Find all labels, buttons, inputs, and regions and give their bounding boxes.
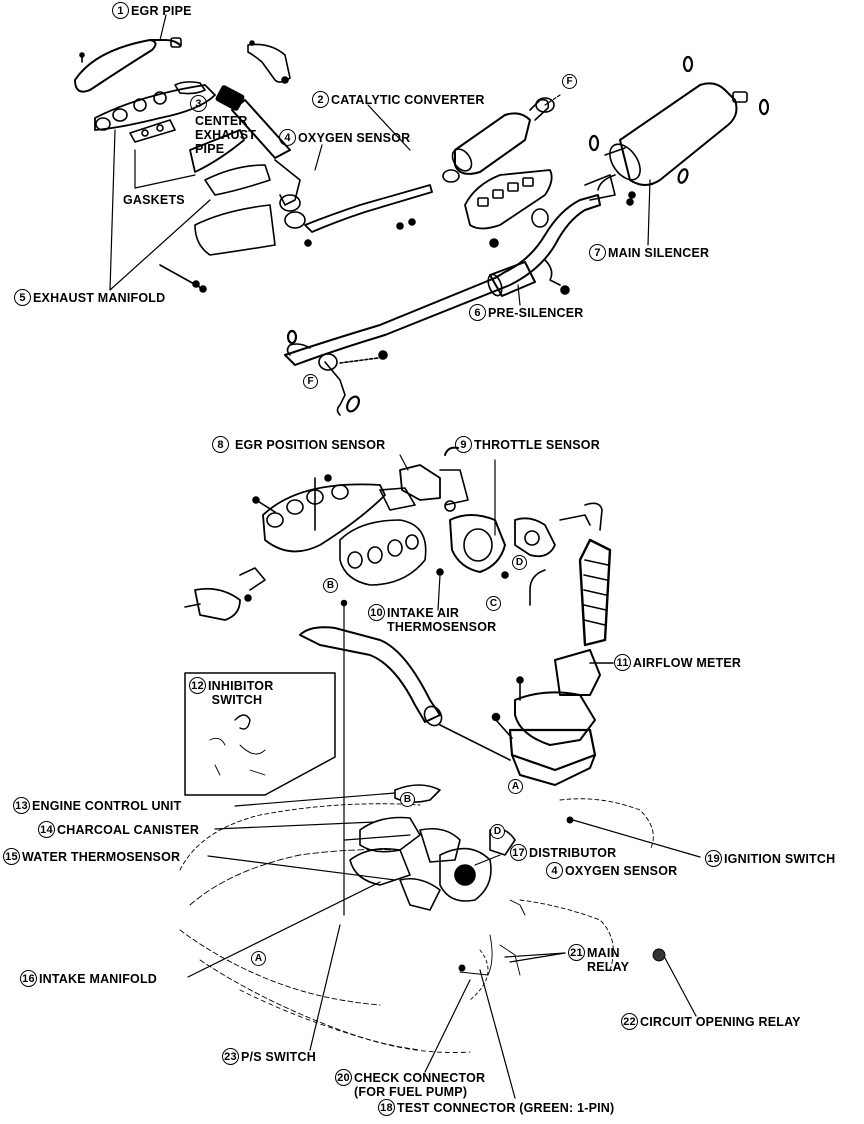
center-exhaust-pipe-drawing (215, 40, 312, 247)
callout-number: 14 (38, 821, 55, 838)
label-intake-manifold: 16 INTAKE MANIFOLD (20, 970, 157, 987)
callout-number: 13 (13, 797, 30, 814)
label-gaskets: GASKETS (123, 193, 185, 207)
label-main-relay: 21 MAIN RELAY (568, 944, 629, 974)
label-pre-silencer: 6 PRE-SILENCER (469, 304, 583, 321)
ref-letter-d-upper: D (512, 555, 527, 570)
callout-number: 10 (368, 604, 385, 621)
ref-letter-d-engine: D (490, 824, 505, 839)
catalytic-converter-drawing (442, 97, 555, 248)
ref-letter-b-upper: B (323, 578, 338, 593)
ref-letter-f-bottom: F (303, 374, 318, 389)
label-water-thermosensor: 15 WATER THERMOSENSOR (3, 848, 180, 865)
label-test-connector: 18 TEST CONNECTOR (GREEN: 1-PIN) (378, 1099, 614, 1116)
label-catalytic-converter: 2 CATALYTIC CONVERTER (312, 91, 485, 108)
label-oxygen-sensor-top: 4 OXYGEN SENSOR (279, 129, 410, 146)
front-pipe-drawing (304, 184, 433, 233)
callout-number: 15 (3, 848, 20, 865)
label-egr-position-sensor: 8 EGR POSITION SENSOR (212, 436, 385, 453)
ref-letter-a-airbox: A (508, 779, 523, 794)
main-silencer-drawing (588, 55, 770, 206)
callout-number: 8 (212, 436, 229, 453)
label-inhibitor-switch: 12 INHIBITOR SWITCH (189, 677, 273, 707)
label-engine-control-unit: 13 ENGINE CONTROL UNIT (13, 797, 181, 814)
label-center-exhaust-pipe: 3 CENTER EXHAUST PIPE (190, 95, 256, 156)
engine-bay-drawing (179, 784, 666, 1053)
pre-silencer-drawing (284, 174, 616, 416)
ref-letter-a-engine: A (251, 951, 266, 966)
label-circuit-opening-relay: 22 CIRCUIT OPENING RELAY (621, 1013, 801, 1030)
callout-number: 4 (279, 129, 296, 146)
callout-number: 7 (589, 244, 606, 261)
label-ignition-switch: 19 IGNITION SWITCH (705, 850, 835, 867)
label-airflow-meter: 11 AIRFLOW METER (614, 654, 741, 671)
egr-pipe-drawing (74, 37, 182, 93)
callout-number: 22 (621, 1013, 638, 1030)
intake-system-drawing (184, 446, 614, 916)
callout-number: 18 (378, 1099, 395, 1116)
ref-letter-b-engine: B (400, 792, 415, 807)
label-egr-pipe: 1 EGR PIPE (112, 2, 192, 19)
ref-letter-f-top: F (562, 74, 577, 89)
callout-number: 6 (469, 304, 486, 321)
label-exhaust-manifold: 5 EXHAUST MANIFOLD (14, 289, 165, 306)
label-main-silencer: 7 MAIN SILENCER (589, 244, 709, 261)
label-oxygen-sensor-bottom: 4 OXYGEN SENSOR (546, 862, 677, 879)
ref-letter-c-upper: C (486, 596, 501, 611)
callout-number: 16 (20, 970, 37, 987)
callout-number: 9 (455, 436, 472, 453)
exhaust-manifold-drawing (94, 81, 276, 293)
label-ps-switch: 23 P/S SWITCH (222, 1048, 316, 1065)
label-check-connector: 20 CHECK CONNECTOR (FOR FUEL PUMP) (335, 1069, 485, 1099)
label-intake-air-thermosensor: 10 INTAKE AIR THERMOSENSOR (368, 604, 496, 634)
leader-lines-middle (344, 454, 496, 841)
inhibitor-switch-inset (184, 672, 336, 796)
callout-number: 4 (546, 862, 563, 879)
callout-number: 17 (510, 844, 527, 861)
callout-number: 20 (335, 1069, 352, 1086)
callout-number: 1 (112, 2, 129, 19)
callout-number: 11 (614, 654, 631, 671)
callout-number: 19 (705, 850, 722, 867)
leader-lines-bottom (187, 792, 701, 1099)
leader-lines-top (109, 14, 651, 306)
label-distributor: 17 DISTRIBUTOR (510, 844, 616, 861)
callout-number: 12 (189, 677, 206, 694)
callout-number: 5 (14, 289, 31, 306)
exhaust-system-drawing (74, 37, 770, 416)
label-charcoal-canister: 14 CHARCOAL CANISTER (38, 821, 199, 838)
label-throttle-sensor: 9 THROTTLE SENSOR (455, 436, 600, 453)
callout-number: 21 (568, 944, 585, 961)
callout-number: 2 (312, 91, 329, 108)
callout-number: 3 (190, 95, 207, 112)
callout-number: 23 (222, 1048, 239, 1065)
